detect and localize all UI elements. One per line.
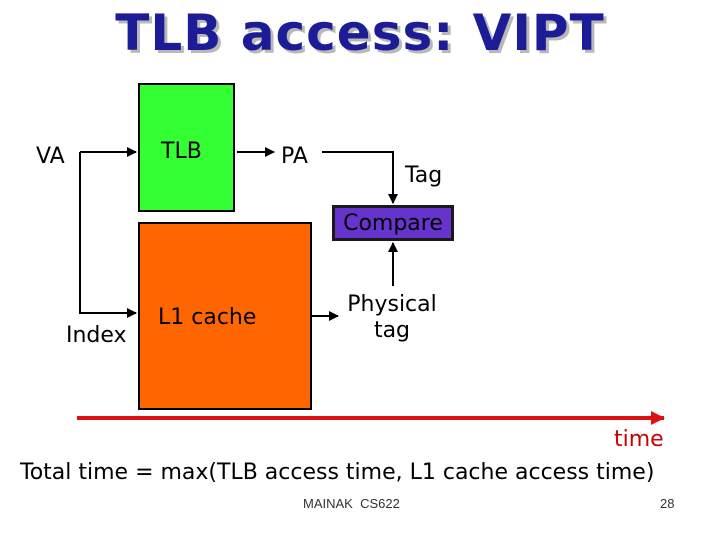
footer-author: MAINAK CS622 — [303, 496, 400, 511]
pa-tag-path — [322, 151, 398, 204]
compare-box: Compare — [332, 205, 454, 241]
pa-label: PA — [281, 144, 308, 169]
slide-number: 28 — [660, 496, 675, 511]
tlb-label: TLB — [161, 139, 202, 164]
physical-tag-line2: tag — [373, 318, 411, 343]
time-label: time — [614, 427, 664, 452]
physical-tag-label: Physical tag — [336, 292, 448, 344]
va-label: VA — [36, 144, 65, 169]
slide-title: TLB access: VIPT — [115, 4, 605, 62]
index-label: Index — [66, 323, 127, 348]
tlb-box — [138, 83, 235, 212]
l1-cache-box — [138, 222, 312, 410]
compare-label: Compare — [343, 210, 443, 236]
l1-cache-label: L1 cache — [158, 305, 257, 330]
footer-author-name: MAINAK — [303, 496, 353, 511]
va-index-path — [79, 152, 137, 318]
footer-course: CS622 — [360, 496, 400, 511]
total-time-formula: Total time = max(TLB access time, L1 cac… — [20, 460, 655, 485]
tag-label: Tag — [405, 163, 443, 188]
physical-tag-line1: Physical — [347, 292, 437, 317]
